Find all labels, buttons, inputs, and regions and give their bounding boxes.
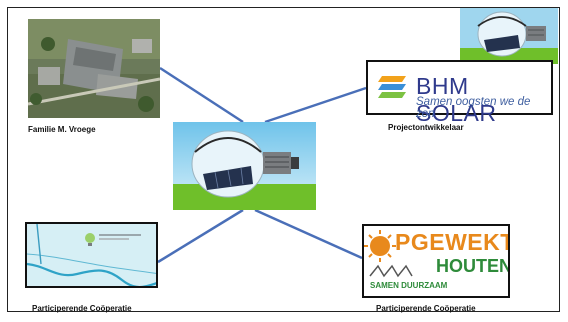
samen-duurzaam-text: SAMEN DUURZAAM <box>370 281 448 290</box>
connector-familie <box>159 66 244 124</box>
bhm-solar-logo: BHM SOLAR Samen oogsten we de zon <box>366 60 553 126</box>
aerial-photo <box>28 19 160 118</box>
cooperatie-left-label: Participerende Coöperatie <box>32 304 132 313</box>
projectontwikkelaar-label: Projectontwikkelaar <box>388 123 464 132</box>
connector-cooperatie-left <box>157 208 244 264</box>
bhm-solar-mark-icon <box>378 76 406 98</box>
bhm-solar-name: BHM SOLAR <box>416 73 497 126</box>
houten-wordmark: HOUTEN <box>436 256 510 276</box>
opgewekt-houten-logo: PGEWEKT HOUTEN SAMEN DUURZAAM <box>362 224 510 298</box>
bhm-solar-tagline: Samen oogsten we de zon <box>416 96 531 120</box>
opgewekt-wordmark: PGEWEKT <box>395 229 510 255</box>
corner-bulb-image <box>460 8 558 64</box>
diagram-frame <box>7 7 560 312</box>
connector-cooperatie-right <box>254 208 363 260</box>
connector-projectontwikkelaar <box>264 86 367 124</box>
familie-label: Familie M. Vroege <box>28 125 96 134</box>
center-bulb-image <box>173 122 316 210</box>
cooperatie-map <box>25 222 158 288</box>
cooperatie-right-label: Participerende Coöperatie <box>376 304 476 313</box>
